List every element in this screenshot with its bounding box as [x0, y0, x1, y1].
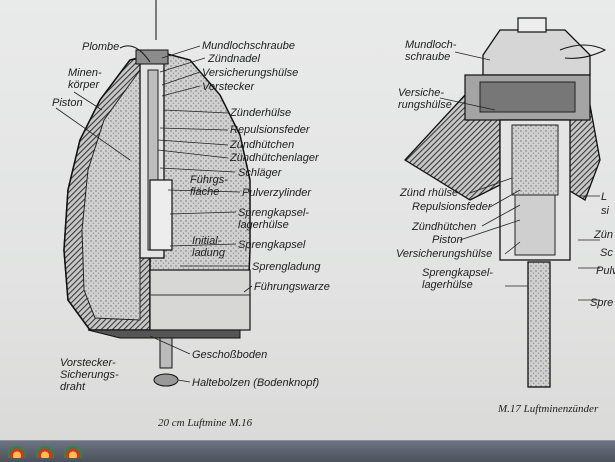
label-fuhrungswarze: Führungswarze [254, 281, 330, 293]
taskbar [0, 440, 615, 462]
label-fuhrungsflache-text: Führgs- [190, 174, 228, 186]
label-r-edge4: Sc [600, 247, 613, 259]
label-repulsionsfeder: Repulsionsfeder [230, 124, 311, 136]
label-r-edge3: Zün [593, 229, 613, 241]
right-leader-lines [439, 51, 600, 301]
label-r-edge2: si [601, 205, 610, 217]
technical-drawing: Plombe Minen-körper Piston Mundlochschra… [52, 0, 615, 429]
label-r-piston: Piston [432, 234, 463, 246]
label-r-edge6: Spre [590, 297, 613, 309]
label-versicherungshulse: Versicherungshülse [202, 67, 298, 79]
label-zundhutchen: Zündhütchen [229, 139, 294, 151]
label-geschossboden: Geschoßboden [192, 349, 267, 361]
caption-left: 20 cm Luftmine M.16 [158, 417, 253, 429]
label-zunderhulse: Zünderhülse [229, 107, 291, 119]
label-r-edge5: Pulv [596, 265, 615, 277]
document-page: Plombe Minen-körper Piston Mundlochschra… [52, 0, 615, 429]
label-r-sprengkapsel-lagerhulse: Sprengkapsel-lagerhülse [422, 267, 493, 291]
label-r-edge1: L [601, 191, 607, 203]
label-r-versicherungshulse2: Versicherungshülse [396, 248, 492, 260]
label-haltebolzen: Haltebolzen (Bodenknopf) [192, 377, 320, 389]
label-initialladung: Initial-ladung [192, 235, 226, 259]
label-sprengkapsel: Sprengkapsel [238, 239, 306, 251]
label-zundnadel: Zündnadel [207, 53, 261, 65]
label-sprengladung: Sprengladung [252, 261, 321, 273]
label-r-mundlochschraube: Mundloch-schraube [405, 39, 457, 63]
label-vorstecker: Vorstecker [202, 81, 256, 93]
label-zundhutchenlager: Zündhütchenlager [229, 152, 320, 164]
label-schlager: Schläger [238, 167, 283, 179]
m17-zunder-drawing [403, 17, 607, 388]
browser-icon-1[interactable] [8, 446, 26, 458]
label-plombe: Plombe [82, 41, 119, 53]
luftmine-m16-drawing [63, 45, 251, 387]
label-r-versicherungshulse: Versiche-rungshülse [398, 87, 452, 111]
label-r-zundhutchen: Zündhütchen [411, 221, 476, 233]
caption-right: M.17 Luftminenzünder [497, 403, 599, 415]
label-mundlochschraube: Mundlochschraube [202, 40, 295, 52]
label-vorstecker-sicherungsdraht: Vorstecker-Sicherungs-draht [60, 357, 119, 393]
label-r-zundrhulse: Zünd rhülse [399, 187, 458, 199]
label-sprengkapsel-lagerhulse: Sprengkapsel-lagerhülse [238, 207, 309, 231]
label-pulverzylinder: Pulverzylinder [242, 187, 312, 199]
label-minenkorper: Minen-körper [68, 67, 102, 91]
left-leader-lines [55, 45, 253, 383]
label-piston: Piston [52, 97, 83, 109]
label-r-repulsionsfeder: Repulsionsfeder [412, 201, 493, 213]
browser-icon-2[interactable] [36, 446, 54, 458]
browser-icon-3[interactable] [64, 446, 82, 458]
label-fuhrungsflache: Führgs- fläche [190, 174, 231, 198]
